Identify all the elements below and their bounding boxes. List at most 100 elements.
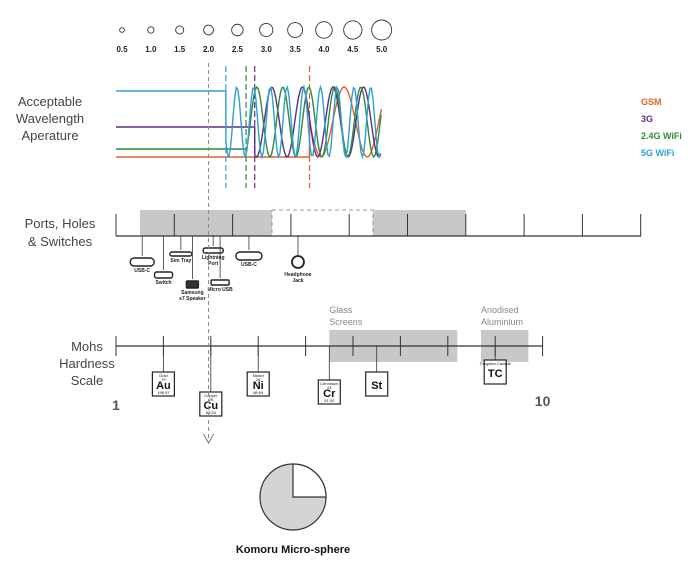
micro-sphere-cutout bbox=[292, 463, 327, 498]
wavelength-title-line: Acceptable bbox=[18, 94, 82, 109]
scale-circle bbox=[343, 20, 363, 40]
port-icon bbox=[235, 251, 263, 261]
legend-label: GSM bbox=[641, 97, 662, 107]
element-tile bbox=[151, 371, 175, 397]
mohs-title: Mohs Hardness Scale bbox=[59, 339, 115, 388]
port-label: Sim Tray bbox=[170, 258, 191, 264]
element-tile bbox=[199, 391, 223, 417]
size-scale: 0.5 1.0 1.5 2.0 2.5 3.0 3.5 4.0 4.5 5.0 bbox=[116, 19, 393, 54]
scale-label: 5.0 bbox=[376, 45, 388, 54]
ports-title-line: Ports, Holes bbox=[25, 216, 96, 231]
element-symbol: TC bbox=[488, 368, 503, 380]
hardness-range-label: Anodised bbox=[481, 305, 519, 315]
wavelength-title: Acceptable Wavelength Aperature bbox=[16, 94, 84, 143]
scale-circle bbox=[203, 24, 214, 36]
micro-sphere-result bbox=[259, 463, 327, 531]
scale-circle bbox=[175, 25, 185, 35]
scale-circle bbox=[371, 19, 393, 41]
ports-title: Ports, Holes & Switches bbox=[25, 216, 96, 249]
element-tile bbox=[483, 359, 507, 385]
port-icon bbox=[185, 280, 200, 289]
hardness-range-label: Glass bbox=[329, 305, 353, 315]
legend-label: 5G WiFi bbox=[641, 148, 674, 158]
port-label: s7 Speaker bbox=[179, 296, 205, 302]
hardness-range-label: Screens bbox=[329, 317, 363, 327]
port-icon bbox=[210, 279, 230, 286]
size-marker bbox=[203, 63, 215, 445]
port-label: Port bbox=[208, 261, 218, 267]
port-zone bbox=[373, 210, 466, 236]
scale-circle bbox=[259, 22, 274, 38]
scale-label: 3.5 bbox=[290, 45, 302, 54]
scale-circle bbox=[147, 26, 155, 34]
element-name: Tungsten Carbide bbox=[479, 361, 511, 366]
scale-label: 1.5 bbox=[174, 45, 186, 54]
port-label: USB-C bbox=[241, 262, 257, 268]
element-symbol: St bbox=[371, 380, 382, 392]
element-tile bbox=[246, 371, 270, 397]
headphone-jack-icon bbox=[291, 255, 305, 269]
element-symbol: Ni bbox=[253, 380, 264, 392]
port-label: Jack bbox=[292, 278, 303, 284]
mohs-title-line: Scale bbox=[71, 373, 104, 388]
result-caption: Komoru Micro-sphere bbox=[236, 544, 350, 556]
port-label: Micro USB bbox=[207, 287, 233, 293]
ports-title-line: & Switches bbox=[28, 234, 93, 249]
element-mass: 51.00 bbox=[324, 398, 335, 403]
wave-series-line bbox=[116, 84, 382, 160]
wave-series-line bbox=[116, 85, 382, 159]
mohs-title-line: Mohs bbox=[71, 339, 103, 354]
element-number: 29 bbox=[209, 397, 214, 402]
scale-label: 4.5 bbox=[347, 45, 359, 54]
element-name: Chromium bbox=[320, 381, 339, 386]
element-mass: 196.97 bbox=[157, 390, 170, 395]
scale-label: 1.0 bbox=[145, 45, 157, 54]
element-symbol: Au bbox=[156, 380, 171, 392]
mohs-start-label: 1 bbox=[112, 397, 120, 413]
element-number: 24 bbox=[327, 385, 332, 390]
port-zone-outline bbox=[271, 209, 374, 237]
scale-circle bbox=[315, 21, 333, 39]
legend-label: 3G bbox=[641, 114, 653, 124]
arrow-down-icon bbox=[203, 433, 215, 445]
hardness-range-label: Aluminium bbox=[481, 317, 523, 327]
port-icon bbox=[153, 271, 174, 279]
scale-circle bbox=[231, 23, 244, 37]
wavelength-plot: GSM 3G 2.4G WiFi 5G WiFi bbox=[116, 66, 682, 188]
port-label: USB-C bbox=[134, 268, 150, 274]
wavelength-title-line: Aperature bbox=[21, 128, 78, 143]
element-name: Gold bbox=[159, 373, 167, 378]
mohs-end-label: 10 bbox=[535, 393, 551, 409]
element-number: 28 bbox=[256, 377, 261, 382]
scale-label: 2.0 bbox=[203, 45, 215, 54]
wave-series-line bbox=[116, 85, 382, 159]
element-name: Copper bbox=[204, 393, 218, 398]
element-tile bbox=[365, 371, 389, 397]
port-zone bbox=[140, 210, 272, 236]
scale-circle bbox=[119, 27, 125, 33]
port-icon bbox=[169, 251, 193, 257]
scale-circle bbox=[287, 22, 303, 38]
element-tile bbox=[317, 379, 341, 405]
port-label: Lightning bbox=[202, 255, 225, 261]
port-icon bbox=[202, 247, 224, 254]
port-icon bbox=[129, 257, 155, 267]
element-symbol: Cr bbox=[323, 388, 336, 400]
port-label: Samsung bbox=[181, 290, 204, 296]
element-number: 79 bbox=[161, 377, 166, 382]
port-label: Switch bbox=[155, 280, 171, 286]
port-label: Headphone bbox=[284, 272, 311, 278]
legend-label: 2.4G WiFi bbox=[641, 131, 682, 141]
scale-label: 2.5 bbox=[232, 45, 244, 54]
mohs-title-line: Hardness bbox=[59, 356, 115, 371]
element-symbol: Cu bbox=[203, 400, 218, 412]
element-name: Nickel bbox=[253, 373, 264, 378]
scale-label: 4.0 bbox=[318, 45, 330, 54]
scale-label: 0.5 bbox=[116, 45, 128, 54]
wavelength-title-line: Wavelength bbox=[16, 111, 84, 126]
element-mass: 58.69 bbox=[253, 390, 264, 395]
scale-label: 3.0 bbox=[261, 45, 273, 54]
